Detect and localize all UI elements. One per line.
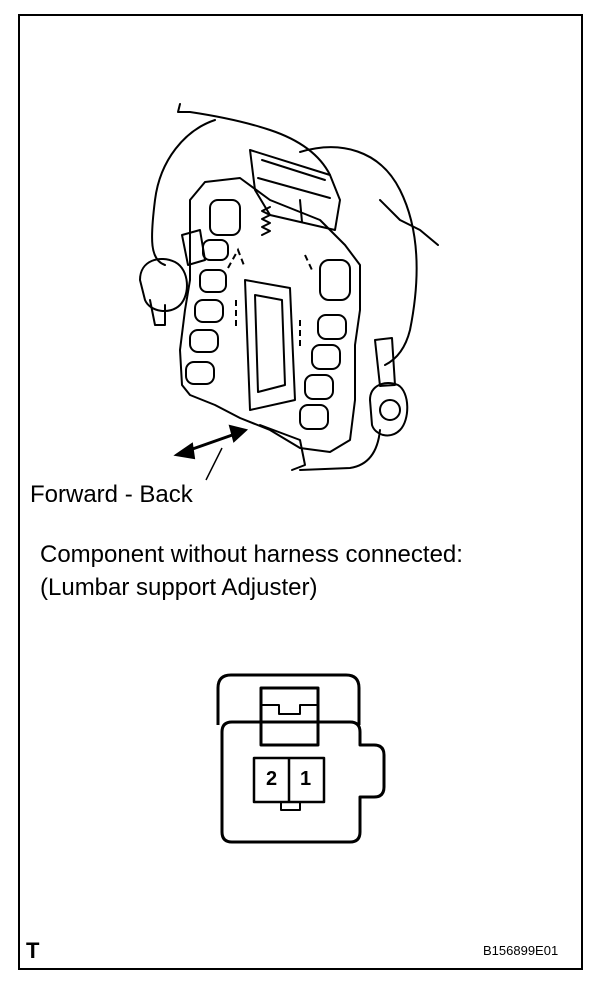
direction-label: Forward - Back bbox=[30, 481, 193, 508]
right-cable bbox=[299, 146, 418, 366]
right-adjuster bbox=[369, 382, 409, 437]
slot bbox=[185, 361, 215, 385]
left-cable bbox=[177, 103, 331, 176]
right-cable-end bbox=[379, 199, 439, 246]
diagram-frame bbox=[18, 14, 583, 970]
slot bbox=[199, 269, 227, 293]
slot bbox=[319, 259, 351, 301]
connector-face bbox=[216, 673, 386, 844]
lock-tab bbox=[259, 686, 320, 747]
slot bbox=[304, 374, 334, 400]
left-cable-loop bbox=[151, 119, 216, 266]
pin-number-1: 1 bbox=[300, 768, 312, 790]
slot bbox=[202, 239, 229, 261]
bottom-cable bbox=[299, 429, 381, 471]
slot bbox=[209, 199, 241, 236]
connector-latch bbox=[216, 673, 361, 725]
spring bbox=[261, 206, 271, 236]
slot bbox=[189, 329, 219, 353]
component-label: Component without harness connected: bbox=[40, 541, 463, 568]
pin-number-2: 2 bbox=[266, 768, 278, 790]
left-motor bbox=[139, 258, 188, 312]
seat-frame-plate bbox=[179, 177, 361, 453]
slot bbox=[299, 404, 329, 430]
slot bbox=[317, 314, 347, 340]
key-slot bbox=[280, 801, 301, 811]
figure-code: B156899E01 bbox=[483, 943, 559, 958]
forward-back-arrow bbox=[173, 424, 249, 460]
top-housing bbox=[249, 149, 341, 231]
component-sub-label: (Lumbar support Adjuster) bbox=[40, 574, 318, 601]
center-rail bbox=[244, 279, 296, 411]
corner-mark: T bbox=[26, 938, 40, 963]
label-leader bbox=[205, 447, 223, 481]
slot bbox=[311, 344, 341, 370]
connector-body bbox=[220, 720, 386, 844]
slot bbox=[194, 299, 224, 323]
